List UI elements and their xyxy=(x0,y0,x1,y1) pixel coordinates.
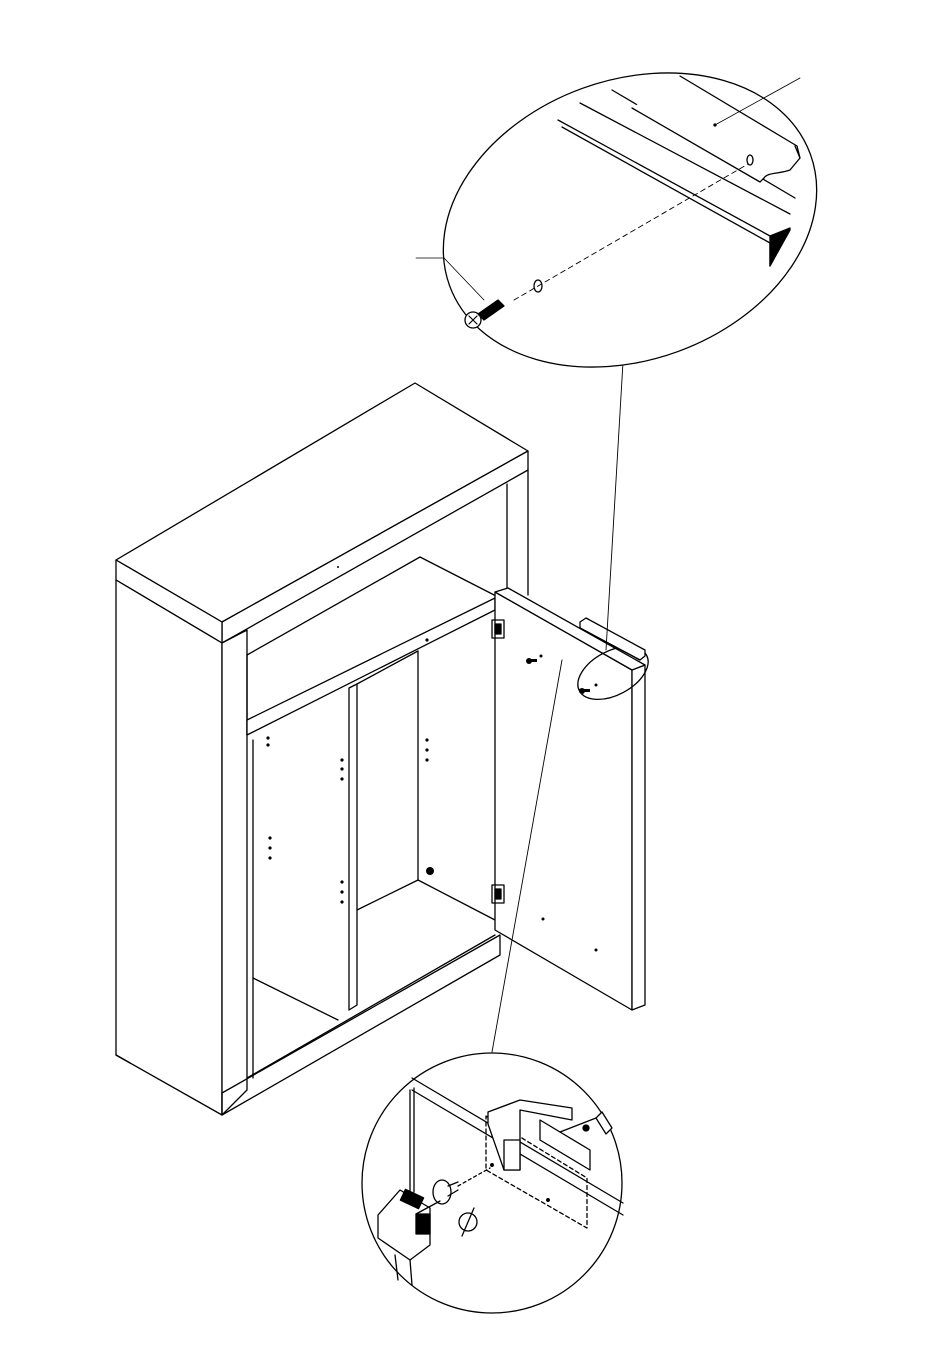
door-edge xyxy=(632,665,645,1010)
bottom-detail-callout xyxy=(362,1053,623,1313)
cabinet-shelf xyxy=(247,598,495,735)
top-detail-callout xyxy=(402,23,859,417)
cabinet-icon xyxy=(116,383,528,1115)
cabinet-left-side xyxy=(116,580,222,1115)
cabinet-divider xyxy=(349,684,357,1010)
cabinet-front-stile xyxy=(222,630,247,1115)
